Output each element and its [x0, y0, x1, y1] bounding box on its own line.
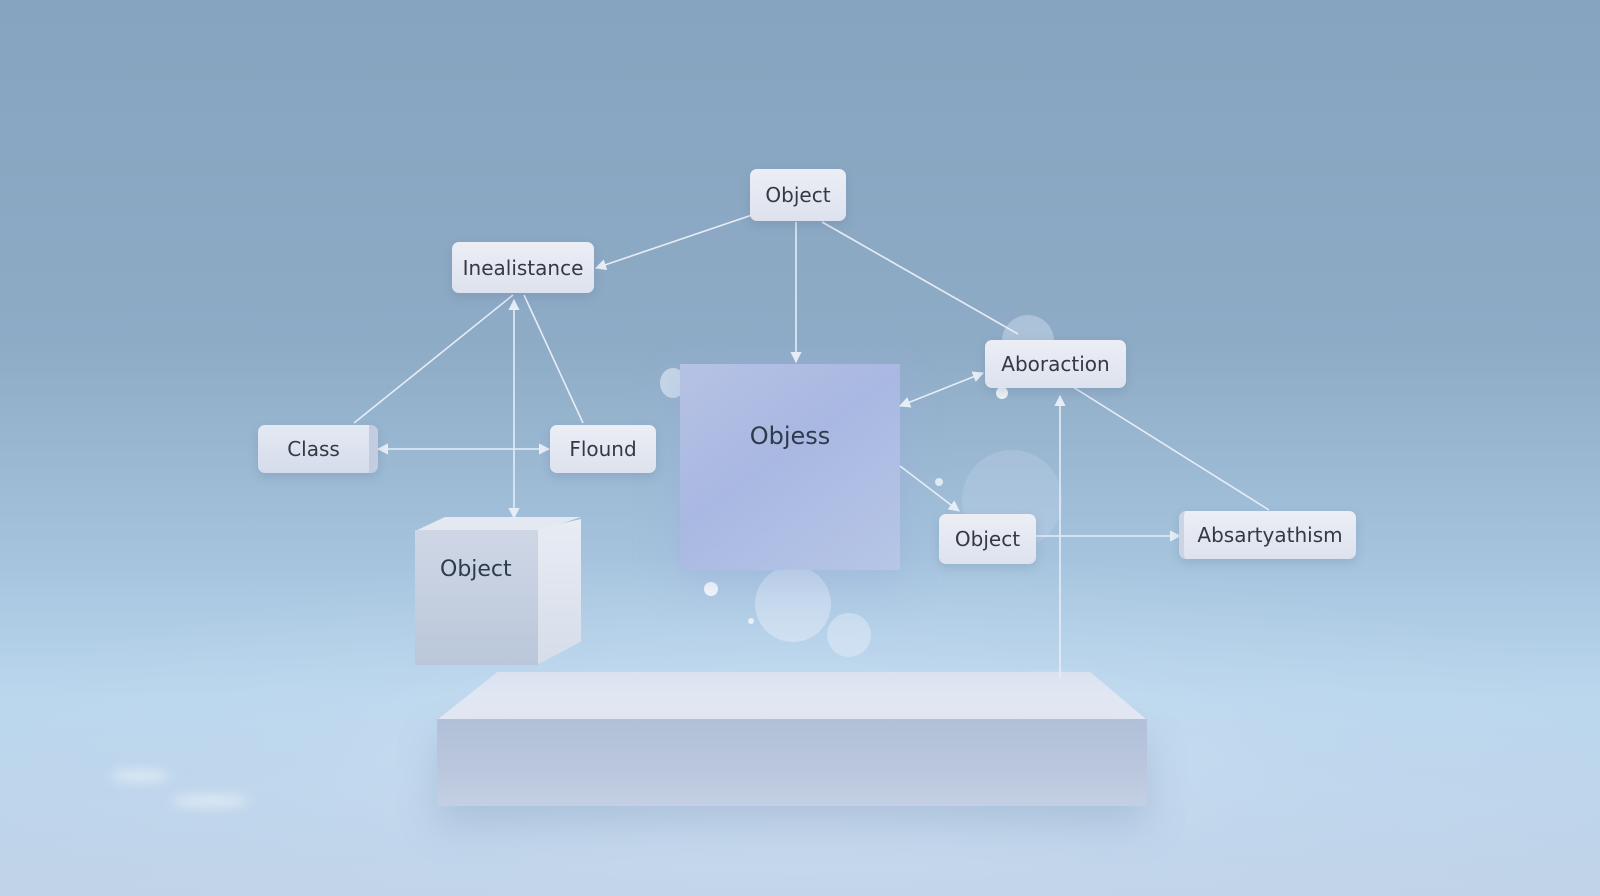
node-object-mid[interactable]: Object	[939, 514, 1036, 564]
cube-top	[415, 517, 581, 531]
bokeh-circle	[996, 387, 1008, 399]
node-absartyathism[interactable]: Absartyathism	[1179, 511, 1356, 559]
object-cube[interactable]: Object	[415, 517, 581, 665]
objess-label: Objess	[749, 422, 831, 450]
node-inealistance-label: Inealistance	[462, 255, 584, 280]
platform-front	[437, 719, 1147, 806]
node-object-top-label: Object	[765, 183, 831, 207]
node-inealistance[interactable]: Inealistance	[452, 242, 594, 293]
bokeh-circle	[755, 566, 831, 642]
objess-glass-block[interactable]: Objess	[680, 364, 900, 570]
node-aboraction-label: Aboraction	[1001, 352, 1110, 376]
edge-objess-aboraction	[898, 371, 985, 408]
edge-inealistance-class	[353, 294, 514, 424]
edge-object-inealistance	[594, 214, 753, 271]
light-flare	[110, 772, 170, 780]
platform-top	[437, 672, 1147, 720]
light-flare	[170, 796, 250, 806]
cube-front	[415, 530, 538, 665]
bokeh-circle	[704, 582, 718, 596]
cube-label: Object	[440, 557, 512, 582]
node-class-label: Class	[287, 437, 340, 461]
node-aboraction[interactable]: Aboraction	[985, 340, 1126, 388]
edge-object-aboraction	[821, 221, 1019, 335]
node-absartyathism-label: Absartyathism	[1197, 523, 1343, 547]
edge-aboraction-absartyathism	[1072, 386, 1270, 511]
cube-side	[537, 519, 581, 665]
node-class[interactable]: Class	[258, 425, 378, 473]
edge-objess-object	[899, 465, 960, 512]
node-flound[interactable]: Flound	[550, 425, 656, 473]
node-flound-label: Flound	[569, 437, 637, 461]
node-object-mid-label: Object	[954, 527, 1021, 551]
bokeh-circle	[827, 613, 871, 657]
bokeh-circle	[748, 618, 754, 624]
node-object-top[interactable]: Object	[750, 169, 846, 221]
platform	[437, 672, 1147, 806]
edge-inealistance-flound	[523, 294, 584, 424]
bokeh-circle	[935, 478, 943, 486]
